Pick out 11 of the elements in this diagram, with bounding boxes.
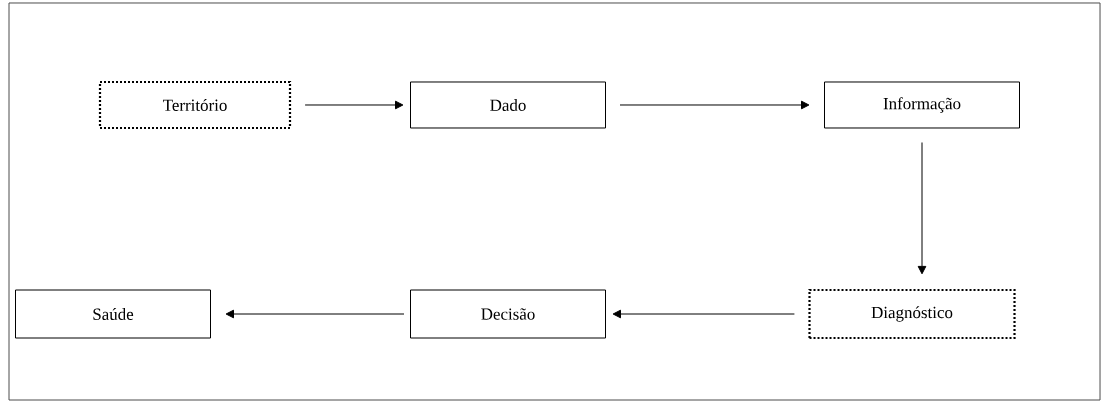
process-box: Decisão — [410, 289, 606, 339]
process-box: Saúde — [15, 289, 211, 339]
arrow — [225, 309, 405, 319]
arrow — [917, 142, 927, 275]
arrow — [612, 309, 795, 319]
process-box: Informação — [824, 81, 1020, 129]
process-box: Território — [98, 80, 292, 130]
arrow — [304, 100, 404, 110]
arrow — [619, 100, 810, 110]
process-box: Diagnóstico — [808, 288, 1016, 340]
process-box: Dado — [410, 81, 606, 129]
